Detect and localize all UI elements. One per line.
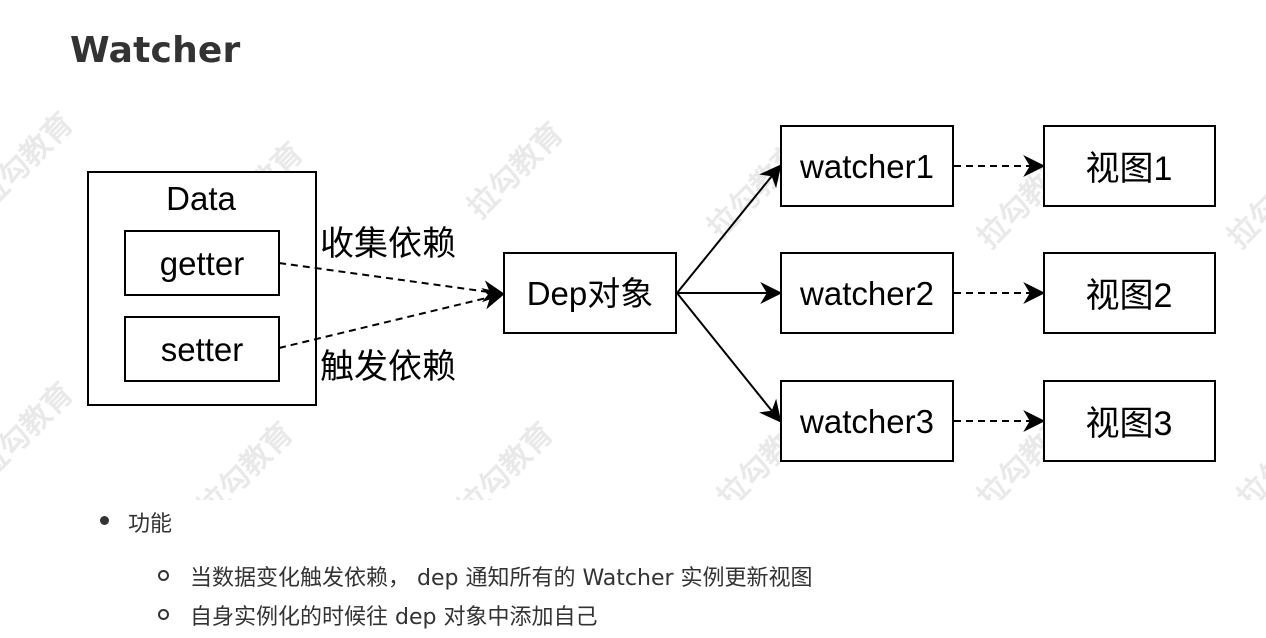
- setter-label: setter: [161, 331, 244, 368]
- view3-box: [1043, 380, 1216, 462]
- watermark-text: 拉勾教育: [191, 416, 301, 500]
- view3-label: 视图3: [1086, 405, 1173, 443]
- dep-label: Dep对象: [527, 275, 654, 312]
- trigger-edge: [278, 287, 506, 349]
- data-box-label: Data: [166, 180, 236, 217]
- trigger-label: 触发依赖: [320, 348, 456, 386]
- feature-item-text: 自身实例化的时候往 dep 对象中添加自己: [190, 605, 598, 630]
- bullet-dot-icon: [100, 516, 109, 525]
- dep-box: [503, 252, 677, 334]
- watermark-text: 拉勾教育: [0, 376, 81, 486]
- watermark-text: 拉勾教育: [461, 116, 571, 226]
- collect-label: 收集依赖: [320, 225, 456, 263]
- watermark-text: 拉勾教育: [1221, 146, 1266, 256]
- collect-edge: [278, 262, 506, 303]
- watcher-diagram: 拉勾教育 拉勾教育 拉勾教育 拉勾教育 拉勾教育 拉勾教育 拉勾教育 拉勾教育 …: [0, 106, 1266, 500]
- watcher3-box: [780, 380, 954, 462]
- view2-box: [1043, 252, 1216, 334]
- setter-box: [124, 316, 280, 382]
- bullet-circle-icon: [158, 570, 169, 581]
- view1-label: 视图1: [1086, 150, 1173, 188]
- dep-watcher1-edge: [676, 164, 782, 294]
- watermark-text: 拉勾教育: [0, 106, 81, 216]
- page-title: Watcher: [70, 30, 241, 71]
- watcher1-box: [780, 125, 954, 207]
- getter-label: getter: [160, 245, 244, 282]
- watcher1-label: watcher1: [799, 148, 934, 185]
- watermark-text: 拉勾教育: [451, 416, 561, 500]
- watermark-text: 拉勾教育: [1231, 406, 1266, 500]
- watcher2-label: watcher2: [799, 275, 934, 312]
- bullet-circle-icon: [158, 609, 169, 620]
- feature-item-text: 当数据变化触发依赖， dep 通知所有的 Watcher 实例更新视图: [190, 566, 813, 591]
- watcher3-label: watcher3: [799, 403, 934, 440]
- dep-watcher3-edge: [676, 292, 782, 423]
- view2-label: 视图2: [1086, 277, 1173, 315]
- view1-box: [1043, 125, 1216, 207]
- feature-label: 功能: [128, 512, 173, 537]
- watcher2-box: [780, 252, 954, 334]
